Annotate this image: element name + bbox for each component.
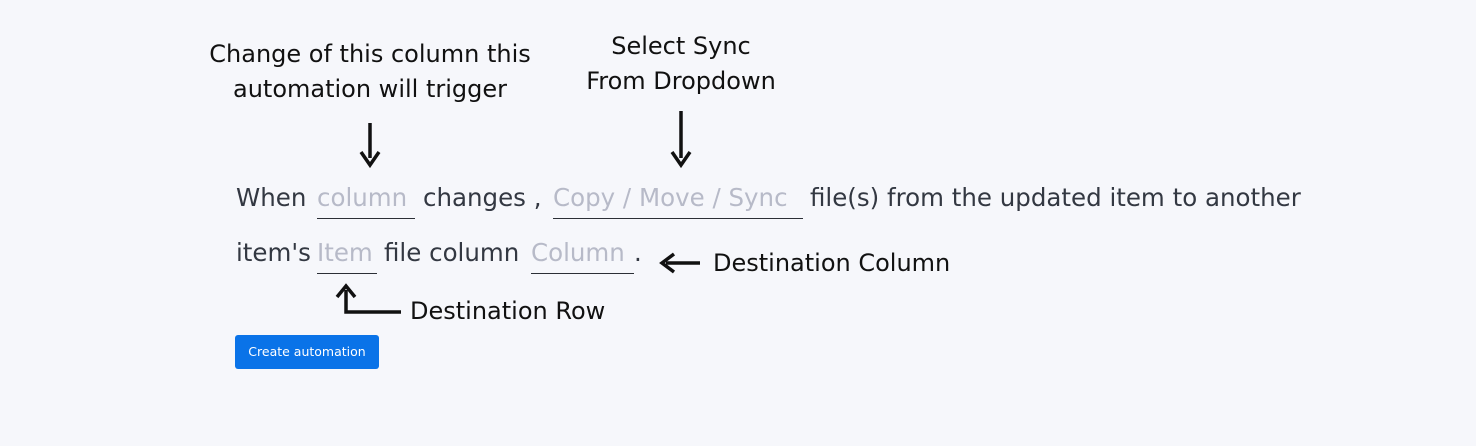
annotation-trigger-line-2: automation will trigger xyxy=(232,75,507,103)
annotation-trigger-line-1: Change of this column this xyxy=(209,40,531,68)
trigger-column-slot[interactable]: column xyxy=(317,180,415,219)
create-automation-button[interactable]: Create automation xyxy=(235,335,379,369)
trigger-column-placeholder: column xyxy=(317,183,408,212)
sentence-word-file-column: file column xyxy=(384,238,520,267)
annotation-destination-column: Destination Column xyxy=(713,249,951,277)
annotation-sync-line-1: Select Sync xyxy=(611,32,751,60)
arrow-down-icon xyxy=(359,123,381,169)
annotation-destination-row: Destination Row xyxy=(410,297,606,325)
arrow-left-icon xyxy=(659,252,700,274)
action-type-placeholder: Copy / Move / Sync xyxy=(553,183,788,212)
sentence-word-items: item's xyxy=(236,238,311,267)
destination-item-placeholder: Item xyxy=(317,238,373,267)
destination-column-slot[interactable]: Column xyxy=(531,235,634,274)
destination-item-slot[interactable]: Item xyxy=(317,235,377,274)
sentence-text-rest: file(s) from the updated item to another xyxy=(810,183,1301,212)
automation-sentence-line-1: When column changes , Copy / Move / Sync… xyxy=(236,180,1346,220)
annotation-trigger-column: Change of this column this automation wi… xyxy=(205,37,535,107)
annotation-sync-dropdown: Select Sync From Dropdown xyxy=(571,29,791,99)
automation-sentence-line-2: item's Item file column Column . xyxy=(236,235,656,275)
destination-column-placeholder: Column xyxy=(531,238,625,267)
arrow-down-icon xyxy=(670,111,692,169)
action-type-dropdown[interactable]: Copy / Move / Sync xyxy=(553,180,803,219)
annotation-sync-line-2: From Dropdown xyxy=(586,67,776,95)
sentence-period: . xyxy=(634,238,642,267)
sentence-word-when: When xyxy=(236,183,307,212)
arrow-up-elbow-icon xyxy=(335,283,401,314)
sentence-word-changes: changes , xyxy=(423,183,542,212)
